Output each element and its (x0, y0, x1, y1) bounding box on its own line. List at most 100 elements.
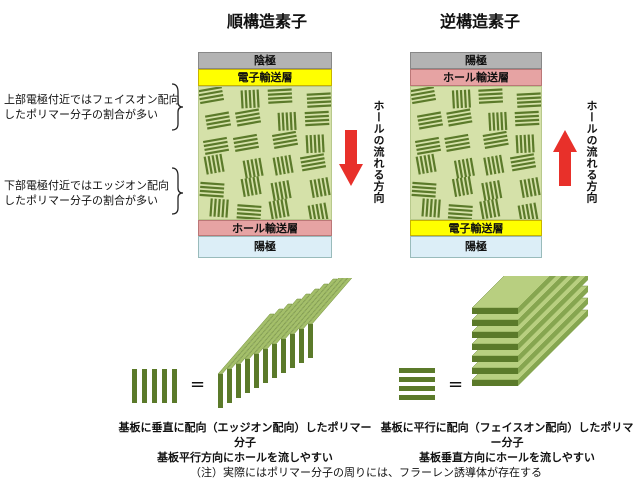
face-on-domain (414, 136, 442, 155)
edge-on-domain (240, 89, 260, 109)
face-on-domain (411, 87, 437, 105)
inverted-top-electrode: 陽極 (410, 52, 542, 69)
face-on-slab (472, 332, 518, 338)
face-on-domain (444, 133, 471, 152)
face-on-equals: = (448, 374, 464, 395)
face-on-domain (411, 181, 437, 198)
face-on-domain (234, 108, 262, 127)
edge-on-plate (245, 359, 250, 393)
inverted-hole-flow-label: ホールの流れる方向 (585, 100, 598, 204)
normal-electron-transport-layer: 電子輸送層 (198, 69, 332, 86)
edge-on-symbol (132, 369, 177, 403)
edge-on-plate (308, 324, 313, 358)
edge-on-domain (479, 198, 501, 219)
edge-on-domain (307, 202, 329, 219)
edge-on-domain (415, 153, 437, 175)
inverted-active-layer (410, 86, 542, 220)
lower-annotation: 下部電極付近ではエッジオン配向 したポリマー分子の割合が多い (4, 178, 169, 208)
normal-top-electrode: 陰極 (198, 52, 332, 69)
edge-on-domain (240, 176, 262, 198)
edge-on-caption-line1: 基板に垂直に配向（エッジオン配向）したポリマー分子 (118, 421, 372, 449)
edge-on-domain (277, 111, 297, 131)
face-on-domain (514, 110, 540, 127)
normal-title: 順構造素子 (227, 12, 308, 31)
annotation-braces (171, 83, 184, 215)
edge-on-domain (519, 177, 541, 199)
inverted-title: 逆構造素子 (440, 12, 521, 31)
edge-on-domain (453, 157, 475, 179)
face-on-domain (416, 111, 444, 130)
face-on-domain (232, 133, 260, 152)
edge-on-domain (268, 198, 290, 219)
lower-annotation-line2: したポリマー分子の割合が多い (4, 194, 158, 207)
face-on-domain (271, 130, 299, 149)
inverted-bottom-electrode: 陽極 (410, 236, 542, 258)
face-on-domain (516, 92, 541, 108)
edge-on-domain (421, 198, 441, 218)
normal-hole-flow-label: ホールの流れる方向 (372, 100, 385, 204)
edge-on-domain (481, 180, 503, 202)
edge-on-domain (270, 180, 292, 202)
edge-on-domain (309, 177, 331, 199)
face-on-slab (472, 320, 518, 326)
inverted-hole-flow-arrow (553, 130, 577, 186)
edge-on-domain (272, 154, 294, 176)
face-on-domain (236, 204, 262, 219)
upper-annotation: 上部電極付近ではフェイスオン配向 したポリマー分子の割合が多い (4, 92, 180, 122)
edge-on-domain (209, 198, 229, 218)
lower-annotation-line1: 下部電極付近ではエッジオン配向 (4, 179, 169, 192)
face-on-slab (472, 308, 518, 314)
edge-on-plate (272, 344, 277, 378)
inverted-hole-transport-layer: ホール輸送層 (410, 69, 542, 86)
face-on-slab (472, 368, 518, 374)
edge-on-plate (263, 349, 268, 383)
edge-on-domain (483, 154, 505, 176)
edge-on-plate (227, 369, 232, 403)
edge-on-domain (451, 176, 473, 198)
face-on-domain (306, 92, 331, 108)
edge-on-plate (299, 329, 304, 363)
face-on-slab (472, 344, 518, 350)
edge-on-caption-line2: 基板平行方向にホールを流しやすい (157, 451, 333, 464)
face-on-domain (478, 88, 504, 104)
normal-hole-flow-arrow (339, 130, 363, 186)
face-on-domain (267, 88, 293, 104)
face-on-slab (472, 356, 518, 362)
face-on-domain (199, 87, 225, 105)
face-on-caption-line1: 基板に平行に配向（フェイスオン配向）したポリマー分子 (380, 421, 634, 449)
inverted-electron-transport-layer: 電子輸送層 (410, 220, 542, 236)
edge-on-plate (218, 374, 223, 408)
edge-on-3d-stack (217, 278, 353, 408)
face-on-domain (509, 153, 537, 172)
face-on-domain (202, 136, 230, 155)
edge-on-plate (290, 334, 295, 368)
face-on-domain (482, 130, 509, 149)
edge-on-plate (254, 354, 259, 388)
face-on-symbol (399, 368, 435, 400)
edge-on-domain (305, 134, 325, 154)
edge-on-domain (242, 157, 264, 179)
face-on-caption: 基板に平行に配向（フェイスオン配向）したポリマー分子 基板垂直方向にホールを流し… (376, 420, 638, 465)
upper-annotation-line1: 上部電極付近ではフェイスオン配向 (4, 93, 180, 106)
face-on-domain (446, 108, 473, 127)
footnote: （注）実際にはポリマー分子の周りには、フラーレン誘導体が存在する (190, 466, 542, 479)
edge-on-domain (515, 134, 535, 154)
edge-on-caption: 基板に垂直に配向（エッジオン配向）したポリマー分子 基板平行方向にホールを流しや… (116, 420, 374, 465)
face-on-domain (304, 110, 330, 127)
face-on-slab (472, 380, 518, 386)
normal-bottom-electrode: 陽極 (198, 236, 332, 258)
face-on-domain (204, 111, 232, 130)
face-on-caption-line2: 基板垂直方向にホールを流しやすい (419, 451, 595, 464)
normal-hole-transport-layer: ホール輸送層 (198, 220, 332, 236)
face-on-3d-stack (471, 276, 589, 386)
face-on-domain (199, 181, 225, 198)
normal-polymer-domains (199, 87, 331, 219)
face-on-domain (447, 204, 473, 219)
inverted-polymer-domains (411, 87, 541, 219)
edge-on-domain (517, 202, 539, 219)
edge-on-domain (203, 153, 225, 175)
edge-on-domain (451, 89, 471, 109)
edge-on-equals: = (190, 374, 206, 395)
edge-on-plate (281, 339, 286, 373)
edge-on-plate (236, 364, 241, 398)
